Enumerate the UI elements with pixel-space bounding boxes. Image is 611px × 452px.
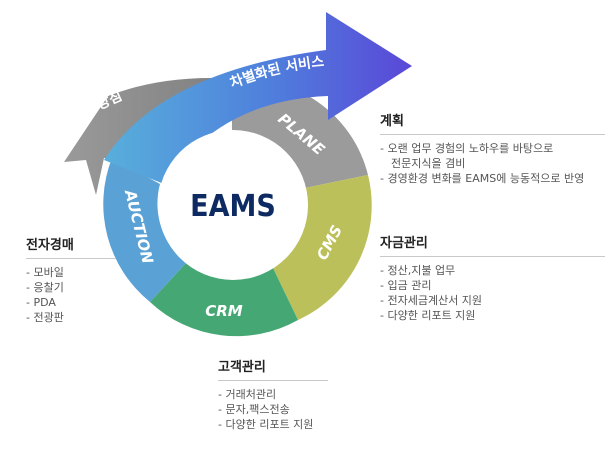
segment-plane bbox=[232, 79, 368, 190]
panel-customer-item: 문자,팩스전송 bbox=[218, 402, 328, 417]
center-label: EAMS bbox=[190, 189, 276, 224]
panel-fund-item: 입금 관리 bbox=[380, 278, 605, 293]
panel-plan: 계획 오랜 업무 경험의 노하우를 바탕으로 전문지식을 겸비 경영환경 변화를… bbox=[380, 110, 605, 186]
panel-plan-item: 전문지식을 겸비 bbox=[391, 157, 466, 170]
panel-fund-item: 다양한 리포트 지원 bbox=[380, 308, 605, 323]
panel-customer: 고객관리 거래처관리 문자,팩스전송 다양한 리포트 지원 bbox=[218, 356, 328, 432]
segment-crm bbox=[150, 263, 298, 337]
panel-plan-item: 오랜 업무 경험의 노하우를 바탕으로 bbox=[380, 141, 605, 156]
panel-fund: 자금관리 정산,지불 업무 입금 관리 전자세금계산서 지원 다양한 리포트 지… bbox=[380, 232, 605, 323]
panel-auction: 전자경매 모바일 응찰기 PDA 전광판 bbox=[26, 234, 116, 325]
panel-auction-item: 전광판 bbox=[26, 310, 116, 325]
panel-customer-item: 다양한 리포트 지원 bbox=[218, 417, 328, 432]
panel-auction-divider bbox=[26, 258, 116, 259]
segment-auction bbox=[103, 158, 186, 302]
center-hub bbox=[158, 130, 308, 280]
panel-auction-item: PDA bbox=[26, 295, 116, 310]
panel-auction-item: 응찰기 bbox=[26, 280, 116, 295]
panel-customer-divider bbox=[218, 380, 328, 381]
panel-customer-item: 거래처관리 bbox=[218, 387, 328, 402]
segment-label-crm: CRM bbox=[205, 302, 243, 320]
banner-arrow bbox=[104, 12, 412, 184]
panel-plan-item: 경영환경 변화를 EAMS에 능동적으로 반영 bbox=[380, 171, 605, 186]
panel-auction-item: 모바일 bbox=[26, 265, 116, 280]
panel-customer-title: 고객관리 bbox=[218, 360, 266, 375]
panel-fund-item: 정산,지불 업무 bbox=[380, 263, 605, 278]
panel-plan-divider bbox=[380, 134, 605, 135]
policy-arrow bbox=[64, 78, 250, 195]
panel-auction-title: 전자경매 bbox=[26, 238, 74, 253]
panel-fund-item: 전자세금계산서 지원 bbox=[380, 293, 605, 308]
segment-cms bbox=[272, 175, 372, 320]
panel-fund-divider bbox=[380, 256, 605, 257]
panel-fund-title: 자금관리 bbox=[380, 236, 428, 251]
panel-plan-title: 계획 bbox=[380, 114, 404, 129]
